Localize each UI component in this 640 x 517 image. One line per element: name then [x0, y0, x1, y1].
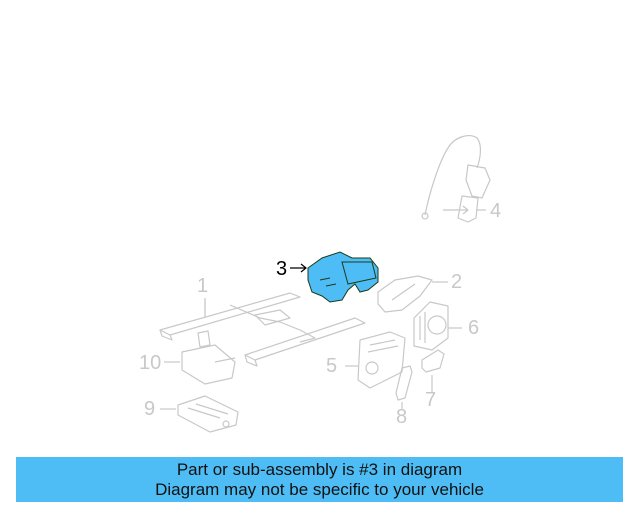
- banner-line-disclaimer: Diagram may not be specific to your vehi…: [155, 479, 484, 499]
- part-7-drawing: [421, 349, 445, 373]
- part-8-drawing: [395, 365, 413, 401]
- callout-10: 10: [139, 352, 162, 374]
- part-10-drawing: [181, 330, 236, 385]
- callout-5: 5: [326, 355, 338, 377]
- callout-9: 9: [144, 398, 156, 420]
- callout-6: 6: [468, 317, 480, 339]
- part-1-drawing: [159, 292, 366, 367]
- part-2-drawing: [377, 275, 433, 313]
- callout-2: 2: [451, 271, 463, 293]
- callout-1: 1: [197, 275, 209, 297]
- diagram-info-banner: Part or sub-assembly is #3 in diagram Di…: [16, 457, 623, 502]
- part-4-drawing: [421, 135, 491, 223]
- part-9-drawing: [177, 395, 239, 433]
- banner-line-part-info: Part or sub-assembly is #3 in diagram: [176, 459, 463, 479]
- callout-7: 7: [425, 389, 437, 411]
- callout-8: 8: [396, 406, 408, 428]
- part-3-drawing: [307, 251, 379, 303]
- part-5-drawing: [357, 331, 406, 389]
- part-6-drawing: [413, 301, 449, 351]
- callout-3: 3: [276, 258, 288, 280]
- callout-4: 4: [490, 200, 502, 222]
